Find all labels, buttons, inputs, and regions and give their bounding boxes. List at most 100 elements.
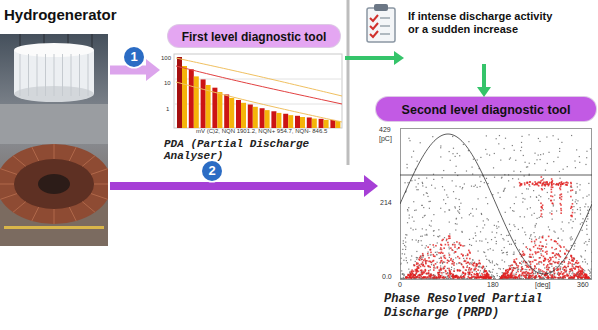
pulse-dot	[571, 236, 572, 237]
pulse-dot	[473, 265, 475, 267]
pulse-dot	[545, 170, 546, 171]
pulse-dot	[502, 260, 503, 261]
red-bar	[307, 117, 312, 128]
pulse-dot	[550, 273, 551, 274]
pulse-dot	[536, 223, 537, 224]
pulse-dot	[514, 226, 515, 227]
pulse-dot	[411, 271, 413, 273]
pulse-dot	[446, 273, 448, 275]
pulse-dot	[547, 163, 548, 164]
pulse-dot	[543, 278, 544, 279]
pulse-dot	[477, 159, 478, 160]
pulse-dot	[498, 221, 499, 222]
pulse-dot	[447, 276, 448, 277]
pulse-dot	[541, 248, 542, 249]
pulse-dot	[487, 183, 488, 184]
pulse-dot	[457, 269, 459, 271]
pulse-dot	[418, 264, 420, 266]
pulse-dot	[471, 271, 473, 273]
pulse-dot	[575, 201, 576, 202]
pulse-dot	[464, 274, 466, 276]
pulse-dot	[418, 189, 419, 190]
pulse-dot	[549, 274, 550, 275]
pulse-dot	[521, 268, 523, 270]
pulse-dot	[469, 251, 471, 253]
pulse-dot	[474, 269, 476, 271]
pulse-dot	[525, 277, 527, 279]
pulse-dot	[404, 182, 405, 183]
pulse-dot	[552, 219, 553, 220]
pulse-dot	[410, 273, 412, 275]
pulse-dot	[479, 240, 480, 241]
pulse-dot	[433, 214, 434, 215]
pulse-dot	[458, 212, 459, 213]
pulse-dot	[430, 277, 432, 279]
pulse-dot	[444, 255, 446, 257]
chart-panel: PDA (Partial Discharge Analyser)	[160, 52, 345, 164]
pulse-dot	[523, 275, 525, 277]
pulse-dot	[552, 278, 553, 279]
pulse-dot	[513, 277, 514, 278]
pulse-dot	[430, 278, 431, 279]
floor-rail	[4, 226, 104, 229]
pulse-dot	[502, 272, 503, 273]
pulse-dot	[566, 267, 567, 268]
pulse-dot	[485, 238, 486, 239]
pulse-dot	[555, 257, 557, 259]
pulse-dot	[580, 272, 582, 274]
pulse-dot	[462, 188, 463, 189]
pulse-dot	[533, 190, 534, 191]
pulse-dot	[494, 277, 495, 278]
pulse-dot	[444, 257, 446, 259]
pulse-dot	[420, 236, 421, 237]
pulse-dot	[562, 276, 563, 277]
pulse-dot	[471, 186, 472, 187]
pulse-dot	[544, 258, 546, 260]
pulse-dot	[561, 228, 562, 229]
pulse-dot	[587, 210, 588, 211]
pulse-dot	[433, 230, 434, 231]
pulse-dot	[510, 230, 511, 231]
pit-spoke	[13, 202, 26, 213]
pulse-dot	[496, 263, 497, 264]
pulse-dot	[575, 262, 577, 264]
pulse-dot	[507, 271, 509, 273]
pulse-dot	[556, 253, 558, 255]
pulse-dot	[423, 207, 424, 208]
pulse-dot	[450, 258, 452, 260]
pulse-dot	[459, 262, 461, 264]
pulse-dot	[442, 263, 443, 264]
pit-spoke	[82, 156, 95, 167]
pulse-dot	[554, 199, 555, 200]
pulse-dot	[450, 278, 451, 279]
pulse-dot	[518, 275, 520, 277]
pulse-dot	[454, 275, 455, 276]
pulse-dot	[525, 271, 527, 273]
pulse-dot	[436, 277, 438, 279]
pulse-dot	[528, 134, 529, 135]
pulse-dot	[527, 208, 528, 209]
pulse-dot	[540, 248, 542, 250]
pulse-dot	[498, 268, 499, 269]
pulse-dot	[510, 265, 512, 267]
pulse-dot	[552, 274, 554, 276]
pulse-dot	[584, 278, 585, 279]
pulse-dot	[573, 264, 574, 265]
pulse-dot	[590, 272, 591, 273]
pulse-dot	[439, 272, 440, 273]
pulse-dot	[530, 235, 531, 236]
pulse-dot	[545, 239, 547, 241]
pulse-dot	[422, 185, 423, 186]
pulse-dot	[455, 172, 456, 173]
pulse-dot	[499, 278, 500, 279]
pulse-dot	[475, 263, 477, 265]
pulse-dot	[478, 260, 480, 262]
pulse-dot	[520, 216, 521, 217]
pulse-dot	[536, 268, 537, 269]
pulse-dot	[455, 207, 456, 208]
pulse-dot	[521, 142, 522, 143]
pulse-dot	[480, 181, 481, 182]
pulse-dot	[546, 267, 548, 269]
pulse-dot	[552, 274, 553, 275]
pulse-dot	[412, 276, 413, 277]
